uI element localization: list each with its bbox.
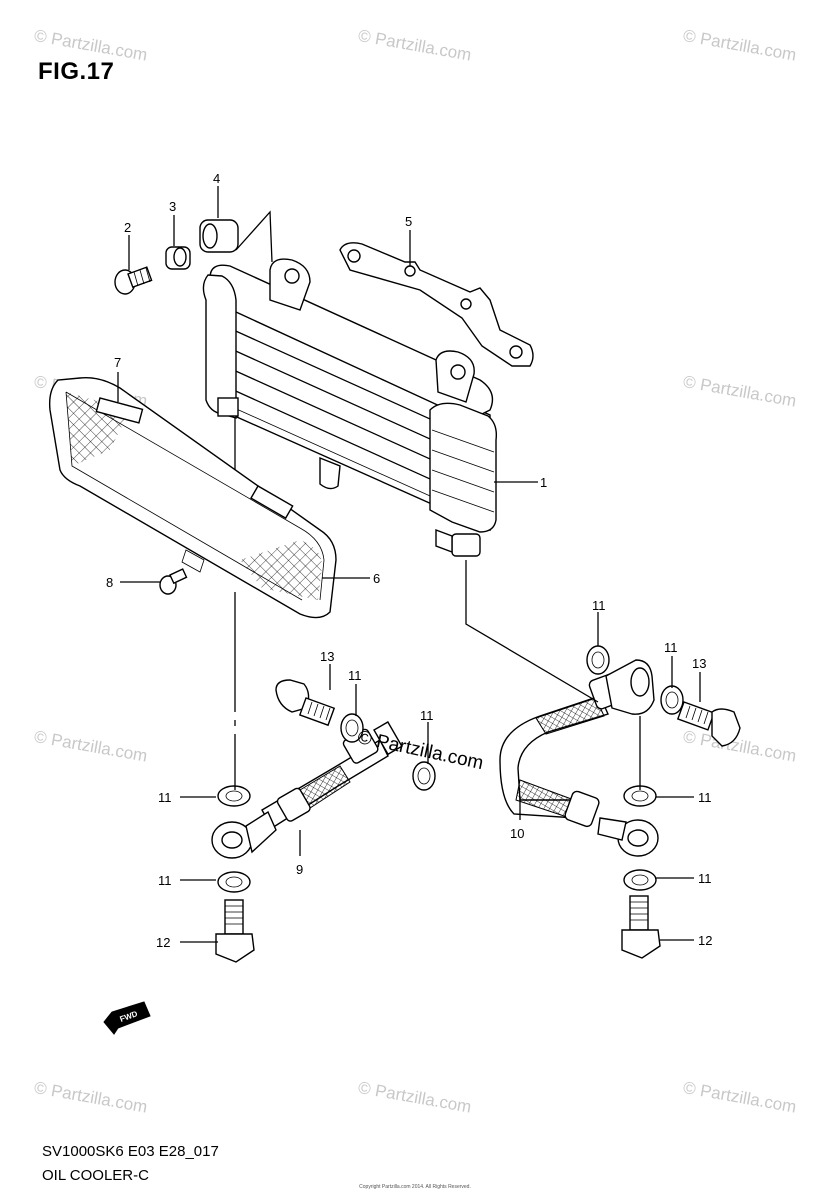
callout-12: 12 <box>156 935 170 950</box>
callout-11: 11 <box>664 640 678 655</box>
callout-13: 13 <box>692 656 706 671</box>
callout-12: 12 <box>698 933 712 948</box>
gasket-parts <box>217 645 684 893</box>
callout-11: 11 <box>158 873 172 888</box>
callout-4: 4 <box>213 171 220 186</box>
callout-5: 5 <box>405 214 412 229</box>
callout-10: 10 <box>510 826 524 841</box>
callout-2: 2 <box>124 220 131 235</box>
callout-8: 8 <box>106 575 113 590</box>
copyright-note: Copyright Partzilla.com 2014. All Rights… <box>359 1184 471 1190</box>
callout-13: 13 <box>320 649 334 664</box>
bolt-part <box>114 266 153 295</box>
oil-cooler-part <box>202 258 498 557</box>
callout-11: 11 <box>698 871 712 886</box>
model-code: SV1000SK6 E03 E28_017 <box>42 1143 219 1160</box>
callout-11: 11 <box>158 790 172 805</box>
screw-part <box>159 568 188 595</box>
callout-11: 11 <box>698 790 712 805</box>
callout-11: 11 <box>420 708 434 723</box>
fwd-arrow-icon: FWD <box>103 1001 151 1035</box>
union-bolt-parts <box>215 679 741 963</box>
cushion-part <box>199 219 239 253</box>
leader-lines <box>117 186 701 943</box>
hose-left-part <box>211 721 403 859</box>
callout-3: 3 <box>169 199 176 214</box>
callout-7: 7 <box>114 355 121 370</box>
callout-labels: 1 2 3 4 5 6 7 8 9 10 11 11 11 11 11 11 1… <box>106 171 712 950</box>
callout-11: 11 <box>348 668 362 683</box>
callout-1: 1 <box>540 475 547 490</box>
spacer-part <box>165 246 191 270</box>
callout-6: 6 <box>373 571 380 586</box>
assembly-name: OIL COOLER-C <box>42 1167 149 1184</box>
hose-right-part <box>499 659 659 857</box>
callout-9: 9 <box>296 862 303 877</box>
bracket-part <box>339 242 534 367</box>
callout-11: 11 <box>592 598 606 613</box>
figure-title: FIG.17 <box>38 58 115 85</box>
guard-part <box>48 377 337 619</box>
